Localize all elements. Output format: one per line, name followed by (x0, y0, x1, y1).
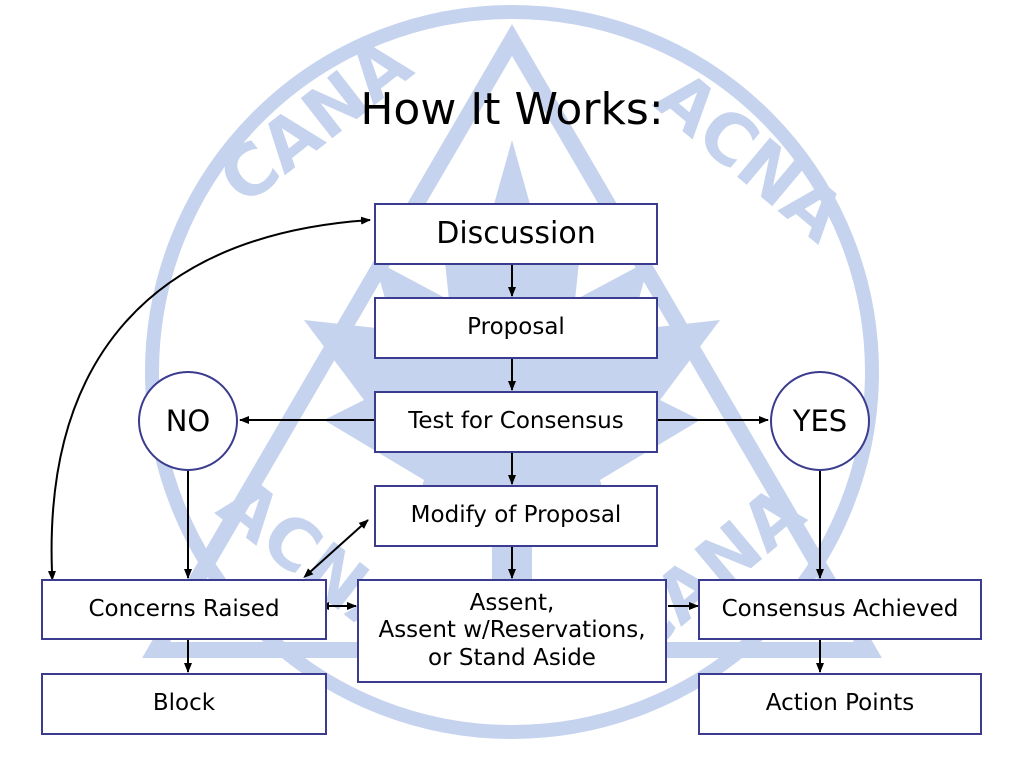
block-box: Block (41, 673, 327, 735)
proposal-label: Proposal (467, 314, 565, 341)
arrow-loop-to-discussion (47, 216, 371, 581)
modify-proposal-label: Modify of Proposal (410, 502, 622, 529)
no-circle: NO (138, 371, 238, 471)
action-points-label: Action Points (765, 690, 915, 717)
consensus-achieved-box: Consensus Achieved (698, 579, 982, 640)
consensus-achieved-label: Consensus Achieved (721, 595, 959, 622)
concerns-raised-box: Concerns Raised (41, 579, 327, 640)
action-points-box: Action Points (698, 673, 982, 735)
arrow-concerns-modify (303, 519, 369, 579)
test-consensus-label: Test for Consensus (408, 408, 624, 435)
yes-label: YES (792, 404, 848, 438)
discussion-box: Discussion (374, 203, 658, 265)
test-consensus-box: Test for Consensus (374, 391, 658, 453)
discussion-label: Discussion (436, 216, 596, 251)
assent-box: Assent, Assent w/Reservations, or Stand … (357, 579, 667, 683)
block-label: Block (152, 690, 216, 717)
modify-proposal-box: Modify of Proposal (374, 485, 658, 547)
concerns-raised-label: Concerns Raised (88, 595, 280, 622)
assent-line-2: Assent w/Reservations, (378, 617, 646, 644)
assent-line-1: Assent, (469, 589, 555, 616)
assent-line-3: or Stand Aside (428, 644, 596, 671)
yes-circle: YES (770, 371, 870, 471)
no-label: NO (165, 404, 211, 438)
page-title: How It Works: (360, 84, 664, 135)
proposal-box: Proposal (374, 297, 658, 359)
